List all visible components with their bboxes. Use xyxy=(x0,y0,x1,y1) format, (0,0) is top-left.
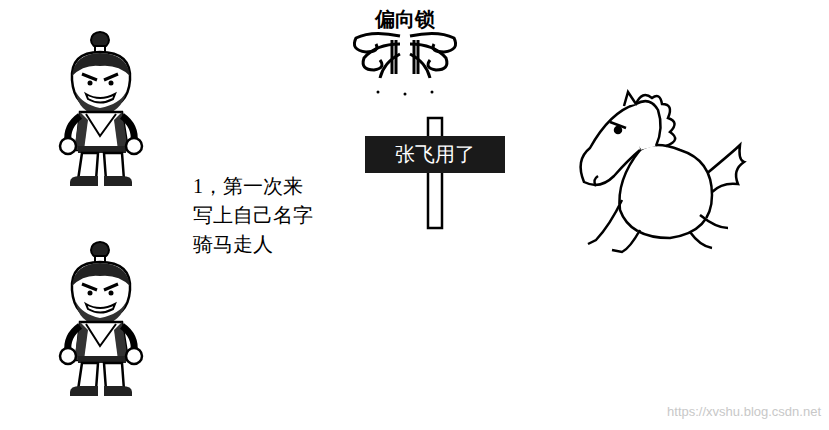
watermark: https://xvshu.blog.csdn.net xyxy=(667,403,821,421)
sign-board: 张飞用了 xyxy=(365,136,505,173)
sign-post xyxy=(428,118,442,228)
ornament xyxy=(354,33,455,95)
zhangfei-figure xyxy=(60,32,142,186)
zhangfei-figure xyxy=(60,242,142,396)
title: 偏向锁 xyxy=(375,6,435,33)
note-text: 1，第一次来 写上自己名字 骑马走人 xyxy=(193,172,333,259)
sign-text: 张飞用了 xyxy=(379,141,491,168)
horse xyxy=(581,92,744,252)
